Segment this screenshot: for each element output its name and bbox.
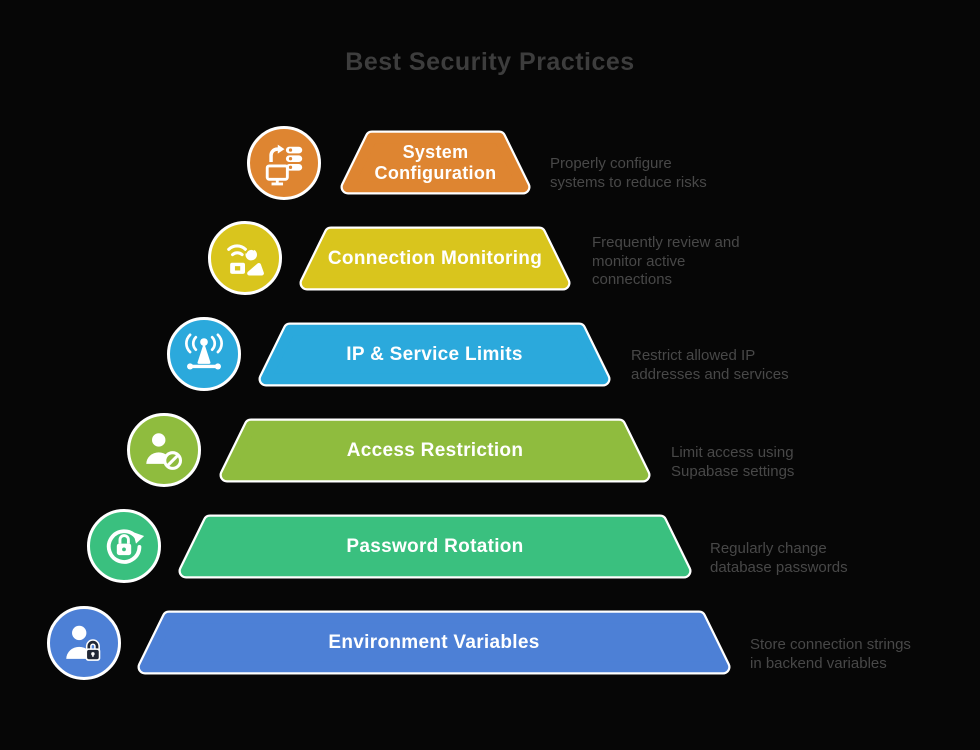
- antenna-icon: [185, 333, 223, 370]
- pyramid-level-2-badge: [208, 221, 282, 295]
- pyramid-level-6-description: Store connection strings in backend vari…: [750, 636, 911, 672]
- pyramid-level-5-description: Regularly change database passwords: [710, 540, 848, 576]
- pyramid-level-4-label: Access Restriction: [346, 439, 524, 461]
- pyramid-level-5-label: Password Rotation: [346, 535, 524, 557]
- pyramid-level-4-description: Limit access using Supabase settings: [671, 444, 795, 480]
- pyramid-level-6-badge: [47, 606, 121, 680]
- page-title: Best Security Practices: [345, 48, 635, 76]
- pyramid-level-1-description: Properly configure systems to reduce ris…: [550, 155, 707, 191]
- pyramid-level-2-label: Connection Monitoring: [327, 247, 543, 269]
- pyramid-level-1-label: System Configuration: [374, 141, 497, 183]
- lock-rotation-icon: [106, 529, 145, 564]
- user-block-icon: [146, 433, 183, 470]
- pyramid-level-5-shape: [178, 514, 692, 579]
- pyramid-level-6-shape: [137, 610, 731, 675]
- pyramid-level-5-badge: [87, 509, 161, 583]
- pyramid-level-6-label: Environment Variables: [328, 631, 540, 653]
- pyramid-level-4-shape: [219, 418, 651, 483]
- pyramid-level-2-description: Frequently review and monitor active con…: [592, 234, 740, 289]
- pyramid-level-3-label: IP & Service Limits: [346, 343, 523, 365]
- pyramid-level-3-badge: [167, 317, 241, 391]
- pyramid-level-2-shape: [299, 226, 571, 291]
- pyramid-level-3-shape: [258, 322, 611, 387]
- pyramid-level-1-badge: [247, 126, 321, 200]
- pyramid-level-4-badge: [127, 413, 201, 487]
- user-lock-icon: [66, 625, 101, 661]
- sync-computer-icon: [265, 144, 303, 186]
- pyramid-level-3-description: Restrict allowed IP addresses and servic…: [631, 347, 789, 383]
- laptop-monitoring-icon: [227, 244, 264, 276]
- pyramid-level-1-shape: [340, 130, 531, 195]
